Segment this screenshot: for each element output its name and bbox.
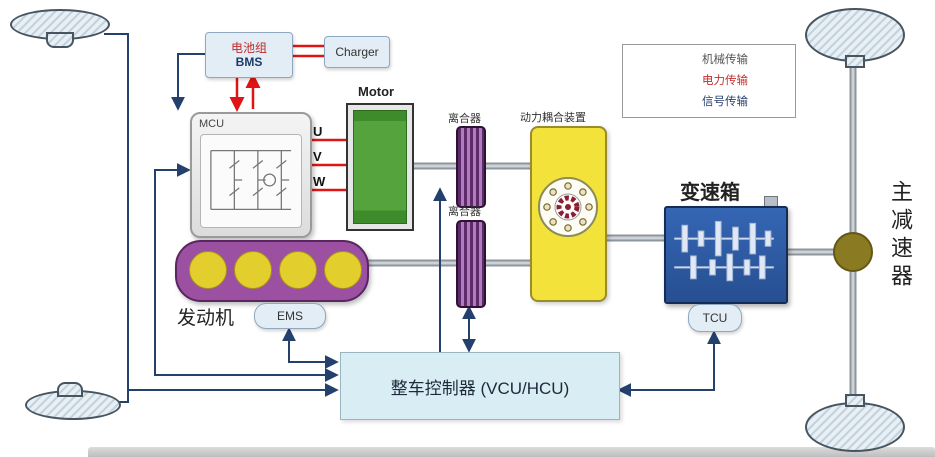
signal-wheel-loop — [104, 33, 129, 403]
engine-cylinder-3 — [279, 251, 317, 289]
wheel-hub-rear-left — [57, 382, 83, 397]
ems-box: EMS — [254, 303, 326, 329]
mcu-box: MCU — [190, 112, 312, 238]
signal-vcu-mcu — [154, 163, 339, 382]
vcu-box: 整车控制器 (VCU/HCU) — [340, 352, 620, 420]
motor-core — [353, 110, 407, 224]
bottom-edge — [88, 447, 935, 457]
signal-vcu-tcu — [617, 330, 721, 397]
wheel-hub-front-right — [845, 55, 865, 68]
legend-electrical-label: 电力传输 — [702, 75, 748, 87]
charger-label: Charger — [335, 45, 379, 59]
phase-label-v: V — [313, 149, 322, 164]
clutch-bottom-label: 离合器 — [448, 206, 481, 218]
clutch-top-block — [456, 126, 486, 208]
coupling-label: 动力耦合装置 — [520, 112, 586, 124]
clutch-bottom-block — [456, 220, 486, 308]
phase-label-u: U — [313, 124, 323, 139]
charger-box: Charger — [324, 36, 390, 68]
vcu-label: 整车控制器 (VCU/HCU) — [390, 378, 570, 398]
gearbox-label: 变速箱 — [680, 182, 740, 204]
final-drive-label: 主减速器 — [888, 180, 913, 292]
phase-label-w: W — [313, 174, 326, 189]
mcu-label: MCU — [199, 118, 225, 130]
gearbox-box — [664, 206, 788, 304]
engine-label: 发动机 — [177, 308, 235, 329]
gearbox-internals — [674, 220, 774, 282]
engine-box — [175, 240, 369, 302]
engine-cylinder-4 — [324, 251, 362, 289]
final-drive-gear — [833, 232, 873, 272]
engine-cylinder-2 — [234, 251, 272, 289]
coupling-box — [530, 126, 607, 302]
signal-vcu-ems — [282, 327, 339, 369]
ems-label: EMS — [276, 309, 303, 323]
motor-block — [346, 103, 414, 231]
wheel-hub-rear-right — [845, 394, 865, 407]
legend-mechanical-label: 机械传输 — [702, 54, 748, 66]
battery-label: 电池组 — [230, 40, 267, 55]
inverter-circuit-panel — [200, 134, 302, 228]
coupling-gear — [538, 177, 598, 237]
legend-signal-label: 信号传输 — [702, 96, 748, 108]
clutch-top-label: 离合器 — [448, 113, 481, 125]
bms-label: BMS — [235, 54, 263, 69]
tcu-label: TCU — [702, 311, 728, 325]
wheel-hub-front-left — [46, 32, 74, 48]
signal-lines — [104, 33, 721, 403]
wheel-front-right — [805, 8, 905, 62]
signal-bms-mcu — [171, 53, 205, 111]
inverter-circuit — [210, 150, 292, 211]
tcu-box: TCU — [688, 304, 742, 332]
wheel-rear-right — [805, 402, 905, 452]
battery-bms-box: 电池组 BMS — [205, 32, 293, 78]
motor-label: Motor — [358, 84, 395, 99]
engine-cylinder-1 — [189, 251, 227, 289]
